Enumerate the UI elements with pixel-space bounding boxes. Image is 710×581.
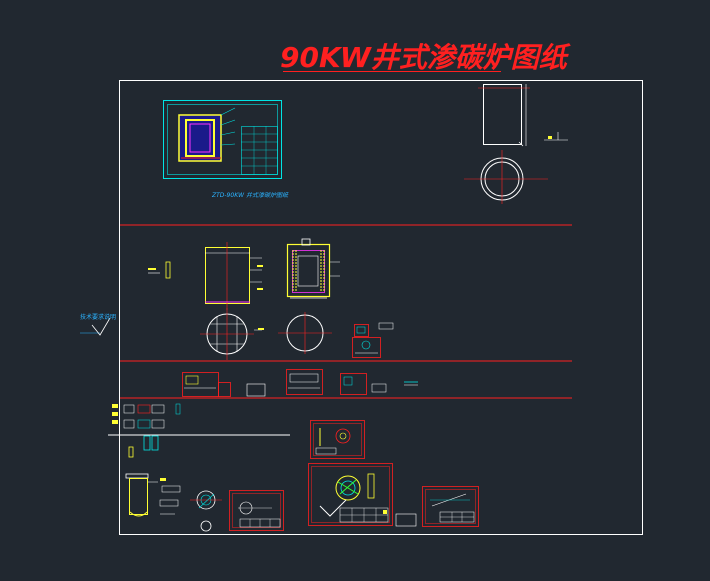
view-plan-circles[interactable]: [200, 308, 332, 360]
side-note-label: 技术要求说明: [80, 314, 117, 321]
drawing-border: [119, 80, 643, 535]
side-note-symbol: [80, 317, 111, 336]
sheet-caption: ZTD-90KW 井式渗碳炉图纸: [212, 192, 288, 199]
view-cylinder-top[interactable]: [464, 84, 568, 204]
sheet-lower-3[interactable]: [308, 463, 393, 526]
drawing-title: 90KW井式渗碳炉图纸: [280, 41, 567, 74]
sheet-lower-4[interactable]: [395, 486, 479, 527]
sheet-lower-1[interactable]: [229, 490, 284, 531]
sheet-lower-2[interactable]: [310, 420, 365, 459]
title-underline: [283, 71, 501, 72]
sheet-assembly[interactable]: [163, 100, 282, 179]
sheet-small-1[interactable]: [352, 322, 394, 358]
parts-lower-left[interactable]: [112, 403, 222, 532]
sheet-row-small[interactable]: [182, 369, 419, 397]
view-furnace-shell[interactable]: [148, 242, 263, 310]
view-furnace-section[interactable]: [286, 238, 341, 299]
